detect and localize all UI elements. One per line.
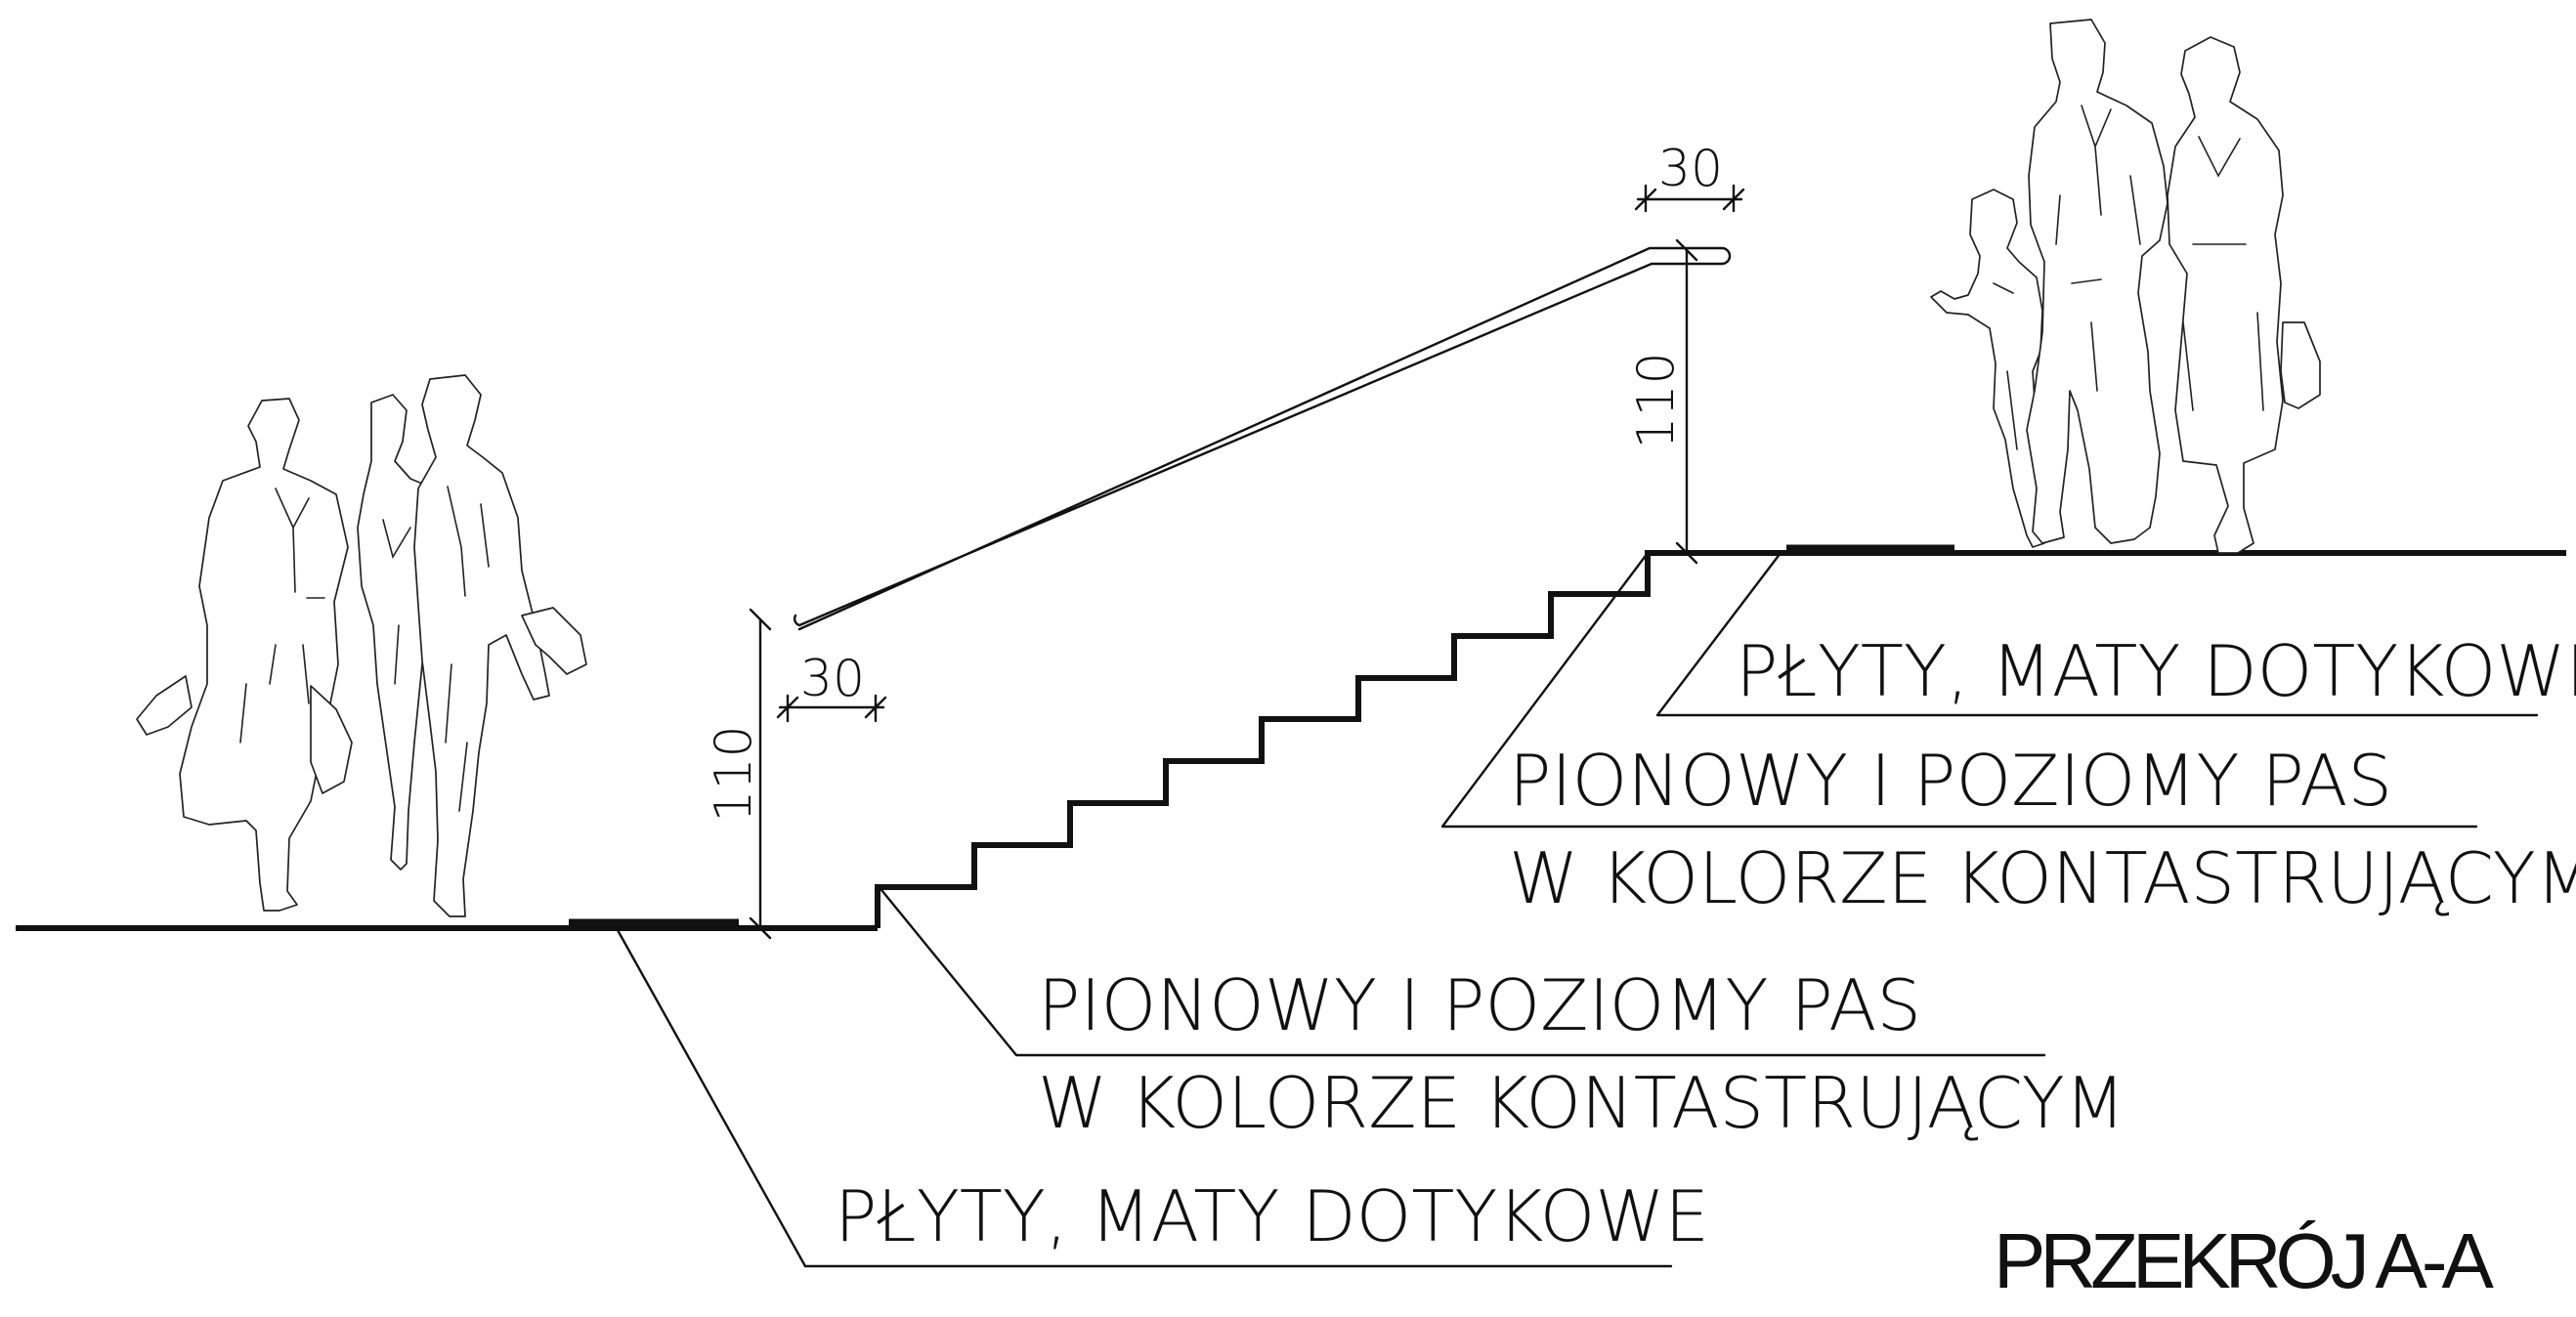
dimension-upper-extension-label: 30 [1658, 140, 1723, 198]
label-upper-strip-line2: W KOLORZE KONTASTRUJĄCYM [1509, 837, 2576, 919]
dimension-lower-extension: 30 [776, 650, 887, 723]
people-group-left-icon [136, 374, 587, 917]
handrail [793, 246, 1732, 631]
ground-and-stairs [16, 544, 2566, 931]
leader-lower-tactile [616, 928, 1673, 1268]
dimension-lower-height: 110 [705, 608, 772, 940]
labels: PŁYTY, MATY DOTYKOWE PIONOWY I POZIOMY P… [835, 630, 2576, 1304]
dimension-lower-height-label: 110 [705, 725, 763, 822]
label-upper-tactile: PŁYTY, MATY DOTYKOWE [1736, 630, 2576, 712]
label-lower-tactile: PŁYTY, MATY DOTYKOWE [835, 1175, 1709, 1257]
handrail-rail [793, 246, 1732, 631]
leader-lower-strip [876, 883, 2046, 1057]
stair-profile [875, 550, 2566, 928]
dimension-lower-extension-label: 30 [800, 650, 865, 708]
section-title: PRZEKRÓJ A-A [1994, 1217, 2495, 1304]
people-group-right-icon [1930, 19, 2321, 554]
dimension-upper-extension: 30 [1634, 140, 1745, 213]
leader-upper-strip [1440, 551, 2478, 828]
dimension-upper-height: 110 [1627, 238, 1698, 565]
leader-lines [616, 551, 2539, 1268]
dimension-upper-height-label: 110 [1627, 352, 1686, 448]
leader-upper-tactile [1655, 551, 2539, 717]
label-lower-strip-line2: W KOLORZE KONTASTRUJĄCYM [1038, 1062, 2125, 1144]
label-upper-strip-line1: PIONOWY I POZIOMY PAS [1509, 740, 2392, 822]
label-lower-strip-line1: PIONOWY I POZIOMY PAS [1038, 964, 1921, 1046]
